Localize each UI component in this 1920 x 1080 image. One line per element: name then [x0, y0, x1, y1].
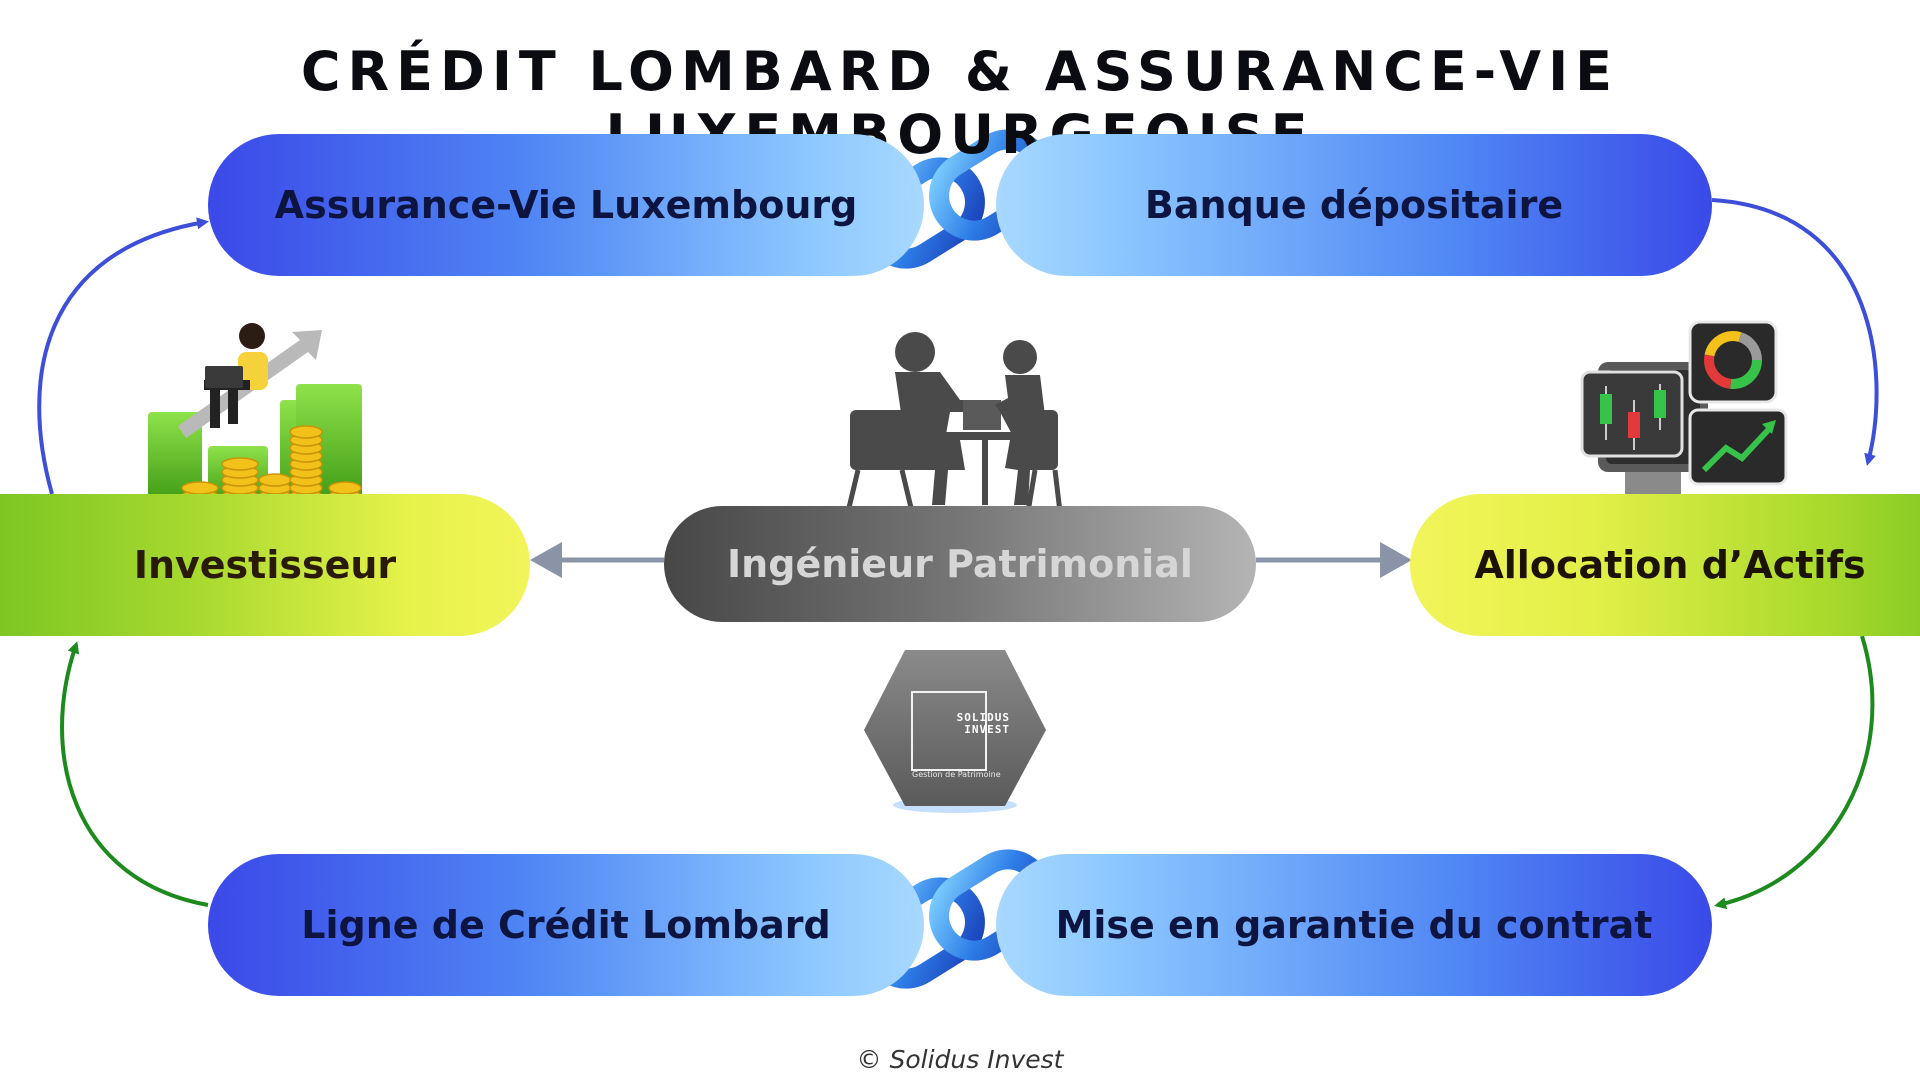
node-investisseur: Investisseur	[0, 494, 530, 636]
logo-line2: INVEST	[964, 723, 1010, 736]
node-assurance-vie-label: Assurance-Vie Luxembourg	[274, 183, 858, 227]
node-banque-depositaire-label: Banque dépositaire	[1144, 183, 1564, 227]
node-mise-en-garantie: Mise en garantie du contrat	[996, 854, 1712, 996]
logo-line1: SOLIDUS	[956, 711, 1010, 724]
meeting-silhouette-icon	[845, 332, 1063, 513]
footer-copyright: © Solidus Invest	[856, 1045, 1064, 1074]
node-ingenieur-patrimonial: Ingénieur Patrimonial	[664, 506, 1256, 622]
node-assurance-vie: Assurance-Vie Luxembourg	[208, 134, 924, 276]
node-banque-depositaire: Banque dépositaire	[996, 134, 1712, 276]
solidus-logo-icon	[864, 650, 1046, 813]
arrow-banque-to-allocation	[1711, 198, 1879, 466]
node-allocation-actifs-label: Allocation d’Actifs	[1474, 543, 1866, 587]
trading-dashboard-icon	[1580, 320, 1788, 496]
node-mise-en-garantie-label: Mise en garantie du contrat	[1055, 903, 1653, 947]
logo-wordmark: SOLIDUS INVEST	[930, 712, 1010, 736]
arrow-investisseur-to-assurance	[37, 217, 209, 495]
node-ingenieur-patrimonial-label: Ingénieur Patrimonial	[727, 542, 1193, 586]
node-ligne-credit-lombard-label: Ligne de Crédit Lombard	[301, 903, 831, 947]
logo-tagline: Gestion de Patrimoine	[912, 770, 1001, 779]
investor-growth-icon	[148, 323, 362, 504]
arrow-ligne-to-investisseur	[60, 641, 209, 907]
node-investisseur-label: Investisseur	[133, 543, 397, 587]
node-ligne-credit-lombard: Ligne de Crédit Lombard	[208, 854, 924, 996]
node-allocation-actifs: Allocation d’Actifs	[1410, 494, 1920, 636]
arrow-allocation-to-mise	[1714, 635, 1875, 910]
